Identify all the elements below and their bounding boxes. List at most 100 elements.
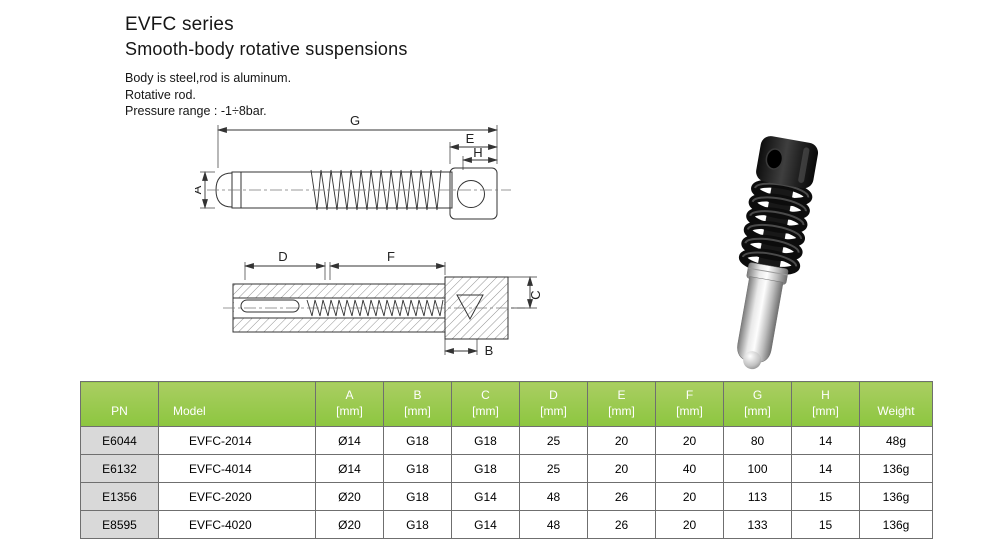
cell-h: 14 bbox=[791, 454, 860, 483]
section-view: D F C B bbox=[223, 249, 543, 358]
cell-weight: 136g bbox=[859, 510, 933, 539]
table-row: E8595 EVFC-4020 Ø20 G18 G14 48 26 20 133… bbox=[80, 510, 933, 539]
header-label: G bbox=[752, 388, 763, 403]
cell-d: 48 bbox=[519, 510, 588, 539]
top-view: G E H A bbox=[195, 113, 511, 220]
cell-c: G14 bbox=[451, 482, 520, 511]
header-unit: [mm] bbox=[812, 404, 839, 418]
product-ball-tip bbox=[743, 351, 762, 370]
cell-d: 25 bbox=[519, 454, 588, 483]
col-header-g: G[mm] bbox=[723, 381, 792, 427]
header-label: A bbox=[345, 388, 354, 403]
header-label: Weight bbox=[877, 404, 915, 419]
header-block: EVFC series Smooth-body rotative suspens… bbox=[125, 14, 408, 120]
col-header-b: B[mm] bbox=[383, 381, 452, 427]
header-label: E bbox=[617, 388, 626, 403]
description-line-3: Pressure range : -1÷8bar. bbox=[125, 104, 267, 118]
cell-b: G18 bbox=[383, 426, 452, 455]
dim-label-b: B bbox=[485, 343, 494, 358]
cell-c: G18 bbox=[451, 454, 520, 483]
cell-weight: 136g bbox=[859, 482, 933, 511]
cell-weight: 48g bbox=[859, 426, 933, 455]
product-body-group bbox=[737, 136, 819, 370]
col-header-model: Model bbox=[158, 381, 316, 427]
cell-f: 20 bbox=[655, 482, 724, 511]
cell-h: 15 bbox=[791, 482, 860, 511]
dim-label-e: E bbox=[466, 131, 475, 146]
header-label: B bbox=[413, 388, 422, 403]
cell-pn: E6044 bbox=[80, 426, 159, 455]
cell-model: EVFC-4014 bbox=[158, 454, 316, 483]
cell-e: 26 bbox=[587, 482, 656, 511]
cell-g: 100 bbox=[723, 454, 792, 483]
dim-label-g: G bbox=[350, 113, 360, 128]
cell-f: 20 bbox=[655, 510, 724, 539]
table-row: E6132 EVFC-4014 Ø14 G18 G18 25 20 40 100… bbox=[80, 454, 933, 483]
page-subtitle: Smooth-body rotative suspensions bbox=[125, 39, 408, 59]
header-label: Model bbox=[173, 404, 206, 419]
cell-weight: 136g bbox=[859, 454, 933, 483]
header-label: PN bbox=[111, 404, 128, 419]
cell-model: EVFC-2020 bbox=[158, 482, 316, 511]
col-header-d: D[mm] bbox=[519, 381, 588, 427]
cell-pn: E8595 bbox=[80, 510, 159, 539]
dim-label-c: C bbox=[528, 290, 543, 299]
description-line-1: Body is steel,rod is aluminum. bbox=[125, 71, 292, 85]
cell-b: G18 bbox=[383, 510, 452, 539]
cell-model: EVFC-4020 bbox=[158, 510, 316, 539]
header-label: C bbox=[481, 388, 490, 403]
col-header-a: A[mm] bbox=[315, 381, 384, 427]
cell-g: 113 bbox=[723, 482, 792, 511]
cell-model: EVFC-2014 bbox=[158, 426, 316, 455]
col-header-e: E[mm] bbox=[587, 381, 656, 427]
page-title: EVFC series bbox=[125, 14, 234, 35]
col-header-c: C[mm] bbox=[451, 381, 520, 427]
header-unit: [mm] bbox=[540, 404, 567, 418]
header-unit: [mm] bbox=[404, 404, 431, 418]
col-header-pn: PN bbox=[80, 381, 159, 427]
cell-a: Ø20 bbox=[315, 482, 384, 511]
cell-f: 40 bbox=[655, 454, 724, 483]
header-unit: [mm] bbox=[744, 404, 771, 418]
cell-a: Ø14 bbox=[315, 426, 384, 455]
product-photo bbox=[737, 136, 819, 370]
col-header-weight: Weight bbox=[859, 381, 933, 427]
spec-table: PN Model A[mm] B[mm] C[mm] D[mm] E[mm] F… bbox=[80, 381, 933, 539]
cell-a: Ø14 bbox=[315, 454, 384, 483]
cell-h: 14 bbox=[791, 426, 860, 455]
cell-c: G14 bbox=[451, 510, 520, 539]
dim-label-h: H bbox=[473, 145, 482, 160]
cell-d: 48 bbox=[519, 482, 588, 511]
dim-label-d: D bbox=[278, 249, 287, 264]
col-header-f: F[mm] bbox=[655, 381, 724, 427]
col-header-h: H[mm] bbox=[791, 381, 860, 427]
cell-pn: E1356 bbox=[80, 482, 159, 511]
cell-e: 20 bbox=[587, 454, 656, 483]
header-label: H bbox=[821, 388, 830, 403]
cell-b: G18 bbox=[383, 454, 452, 483]
table-header-row: PN Model A[mm] B[mm] C[mm] D[mm] E[mm] F… bbox=[80, 381, 933, 427]
cell-h: 15 bbox=[791, 510, 860, 539]
technical-drawing: G E H A bbox=[195, 113, 543, 358]
cell-f: 20 bbox=[655, 426, 724, 455]
dim-label-a: A bbox=[195, 185, 204, 194]
dim-label-f: F bbox=[387, 249, 395, 264]
table-row: E6044 EVFC-2014 Ø14 G18 G18 25 20 20 80 … bbox=[80, 426, 933, 455]
header-unit: [mm] bbox=[608, 404, 635, 418]
header-unit: [mm] bbox=[676, 404, 703, 418]
cell-g: 80 bbox=[723, 426, 792, 455]
cell-pn: E6132 bbox=[80, 454, 159, 483]
section-spring-outline bbox=[306, 299, 444, 317]
product-plunger bbox=[737, 276, 784, 363]
header-unit: [mm] bbox=[472, 404, 499, 418]
cell-e: 26 bbox=[587, 510, 656, 539]
header-unit: [mm] bbox=[336, 404, 363, 418]
cell-b: G18 bbox=[383, 482, 452, 511]
cell-d: 25 bbox=[519, 426, 588, 455]
header-label: D bbox=[549, 388, 558, 403]
header-label: F bbox=[685, 388, 694, 403]
table-row: E1356 EVFC-2020 Ø20 G18 G14 48 26 20 113… bbox=[80, 482, 933, 511]
cell-e: 20 bbox=[587, 426, 656, 455]
cell-g: 133 bbox=[723, 510, 792, 539]
